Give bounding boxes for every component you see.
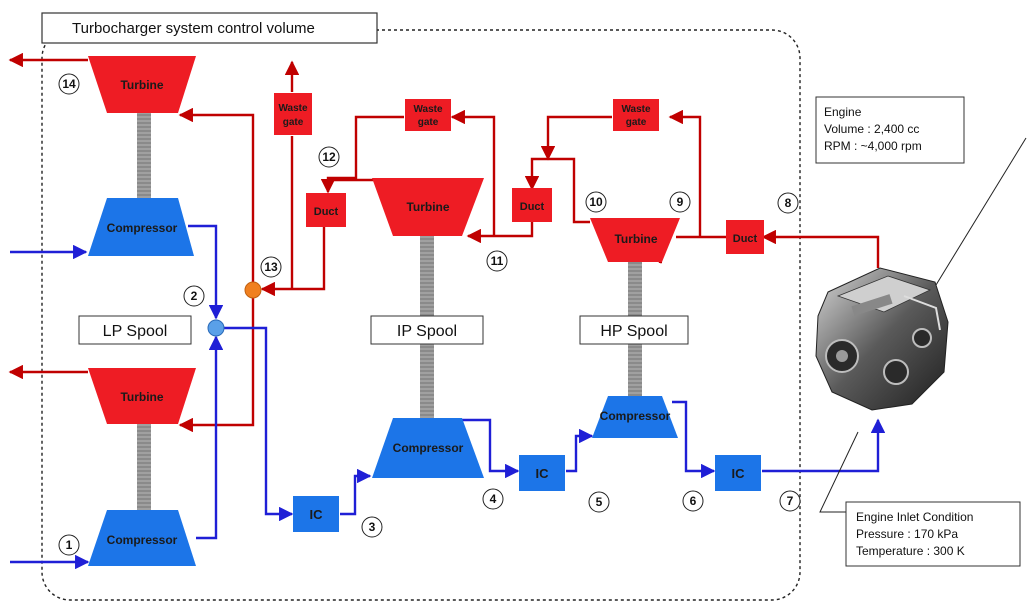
station-6: 6 [690,494,697,508]
lp-turbine-upper-label: Turbine [120,78,163,92]
lp-duct-label: Duct [314,206,339,218]
hp-turbine: Turbine [590,218,680,262]
station-9: 9 [677,195,684,209]
lp-compressor-lower-label: Compressor [107,533,178,547]
station-11: 11 [491,254,504,268]
ip-waste-gate-label-1: Waste [413,104,443,115]
lp-compressor-upper: Compressor [88,198,194,256]
ip-duct-label: Duct [520,201,545,213]
inlet-temperature: Temperature : 300 K [856,544,965,558]
lp-duct: Duct [306,193,346,227]
station-10: 10 [589,195,603,209]
hp-turbine-label: Turbine [614,232,657,246]
hp-duct-label: Duct [733,233,758,245]
engine-volume: Volume : 2,400 cc [824,122,919,136]
inlet-pressure: Pressure : 170 kPa [856,527,958,541]
exhaust-junction [245,282,261,298]
lp-compressor-upper-label: Compressor [107,221,178,235]
engine-name: Engine [824,105,862,119]
engine-image [816,268,948,410]
hp-waste-gate: Waste gate [613,99,659,131]
intercooler-3-label: IC [732,466,746,481]
station-4: 4 [490,492,497,506]
intake-junction [208,320,224,336]
station-1: 1 [66,538,73,552]
station-12: 12 [322,150,336,164]
station-14: 14 [62,77,76,91]
ip-spool-label: IP Spool [397,323,457,340]
lp-compressor-lower: Compressor [88,510,196,566]
hp-waste-gate-label-1: Waste [621,104,651,115]
ip-turbine: Turbine [372,178,484,236]
intercooler-1: IC [293,496,339,532]
ip-spool-label-box: IP Spool [371,316,483,344]
hp-compressor: Compressor [592,396,678,438]
hp-waste-gate-label-2: gate [626,117,647,128]
intercooler-2: IC [519,455,565,491]
lp-waste-gate-label-1: Waste [278,103,308,114]
ip-compressor-label: Compressor [393,441,464,455]
station-2: 2 [191,289,198,303]
lp-turbine-upper: Turbine [88,56,196,113]
lp-shaft-lower [137,422,151,510]
diagram-title: Turbocharger system control volume [72,20,315,37]
lp-turbine-lower: Turbine [88,368,196,424]
lp-spool-label: LP Spool [103,323,168,340]
station-3: 3 [369,520,376,534]
station-5: 5 [596,495,603,509]
lp-shaft-upper [137,112,151,198]
ip-turbine-label: Turbine [406,200,449,214]
hp-duct: Duct [726,220,764,254]
intercooler-2-label: IC [536,466,550,481]
engine-rpm: RPM : ~4,000 rpm [824,139,922,153]
station-7: 7 [787,494,794,508]
station-13: 13 [264,260,278,274]
station-8: 8 [785,196,792,210]
lp-spool-label-box: LP Spool [79,316,191,344]
ip-duct: Duct [512,188,552,222]
hp-spool-label: HP Spool [600,323,667,340]
lp-turbine-lower-label: Turbine [120,390,163,404]
ip-compressor: Compressor [372,418,484,478]
inlet-title: Engine Inlet Condition [856,510,973,524]
intercooler-3: IC [715,455,761,491]
ip-waste-gate-label-2: gate [418,117,439,128]
engine-info-box: Engine Volume : 2,400 cc RPM : ~4,000 rp… [816,97,964,163]
lp-waste-gate: Waste gate [274,93,312,135]
inlet-condition-box: Engine Inlet Condition Pressure : 170 kP… [846,502,1020,566]
hp-spool-label-box: HP Spool [580,316,688,344]
intercooler-1-label: IC [310,507,324,522]
ip-waste-gate: Waste gate [405,99,451,131]
hp-compressor-label: Compressor [600,409,671,423]
lp-waste-gate-label-2: gate [283,117,304,128]
